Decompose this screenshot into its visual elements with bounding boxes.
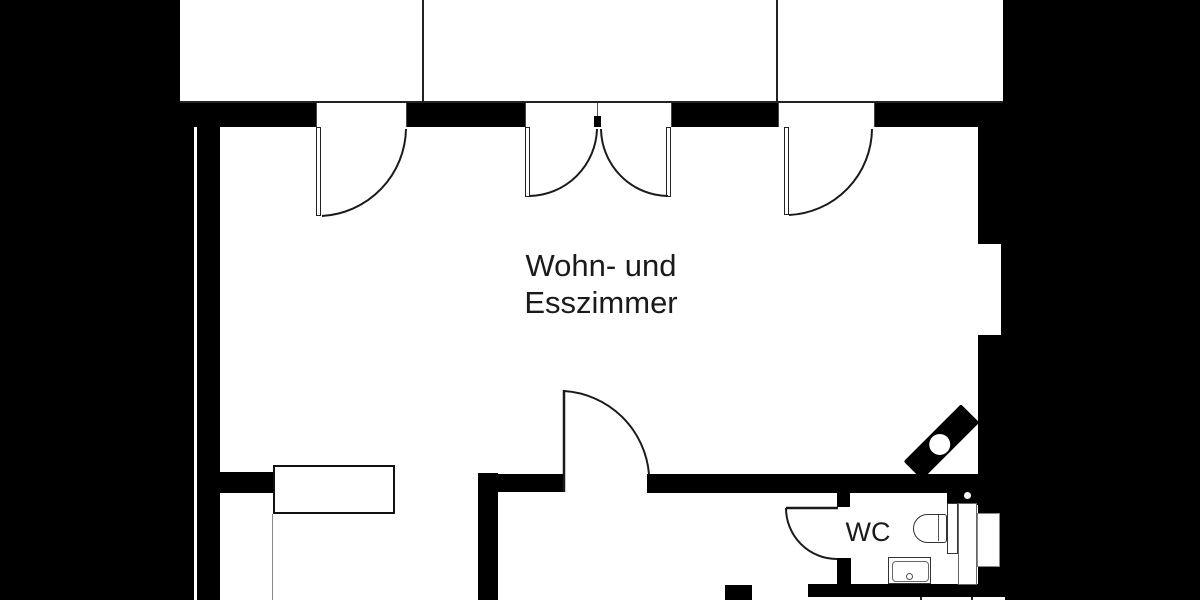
door-jamb-mark (875, 118, 880, 127)
top-wall-segment-3 (672, 103, 778, 127)
top-center-double-door-leaf-left (525, 127, 530, 197)
wc-top-wall (647, 474, 978, 493)
toilet-seat-line (938, 515, 939, 541)
furniture-rectangle (273, 465, 395, 514)
toilet-icon (913, 514, 947, 543)
stair-divider-line (271, 514, 273, 600)
terrace-divider-line-right (776, 0, 778, 101)
living-room-floor (220, 127, 978, 600)
room-label-line1: Wohn- und (525, 248, 677, 283)
toilet-cistern (947, 503, 958, 554)
room-label: Wohn- und Esszimmer (451, 247, 751, 321)
wc-bottom-wall (808, 584, 1003, 597)
wc-left-wall-upper-stub (837, 489, 850, 507)
lower-room-line-mark (971, 597, 973, 600)
top-right-single-door-leaf (784, 127, 789, 215)
lower-room-line-mark (920, 597, 922, 600)
terrace-divider-line-left (422, 0, 424, 101)
lower-room-sliver (810, 597, 1005, 600)
top-center-double-door-leaf-right (666, 127, 671, 197)
sink-drain (906, 573, 913, 580)
window-niche-upper (978, 244, 1001, 335)
door-recess-right (778, 103, 875, 127)
top-wall-segment-4 (875, 103, 1010, 127)
site-boundary-line (194, 104, 197, 600)
sink-icon (888, 557, 931, 584)
door-recess-left (316, 103, 407, 127)
door-jamb-mark (407, 118, 412, 127)
hall-wall-horizontal (478, 474, 563, 492)
double-door-meeting-line (597, 103, 598, 117)
sink-basin (891, 560, 929, 582)
door-jamb-mark (773, 118, 778, 127)
toilet-shelf (958, 503, 977, 585)
wall-pipe-dot (963, 491, 971, 499)
bottom-wall-stub (725, 585, 752, 600)
top-left-single-door-leaf (316, 127, 321, 216)
terrace-band (180, 0, 1003, 103)
top-wall-segment-2 (407, 103, 525, 127)
double-door-hinge-post (594, 116, 601, 127)
door-jamb-mark (672, 118, 677, 127)
window-niche-lower (977, 513, 1000, 567)
wc-label: WC (845, 517, 891, 547)
wc-left-wall-lower-stub (837, 558, 851, 586)
top-wall-segment-1 (150, 103, 316, 127)
door-jamb-mark (311, 118, 316, 127)
door-jamb-mark (520, 118, 525, 127)
hall-wall-vertical (478, 473, 498, 600)
room-label-line2: Esszimmer (524, 285, 678, 320)
left-wall-stub (220, 472, 273, 493)
